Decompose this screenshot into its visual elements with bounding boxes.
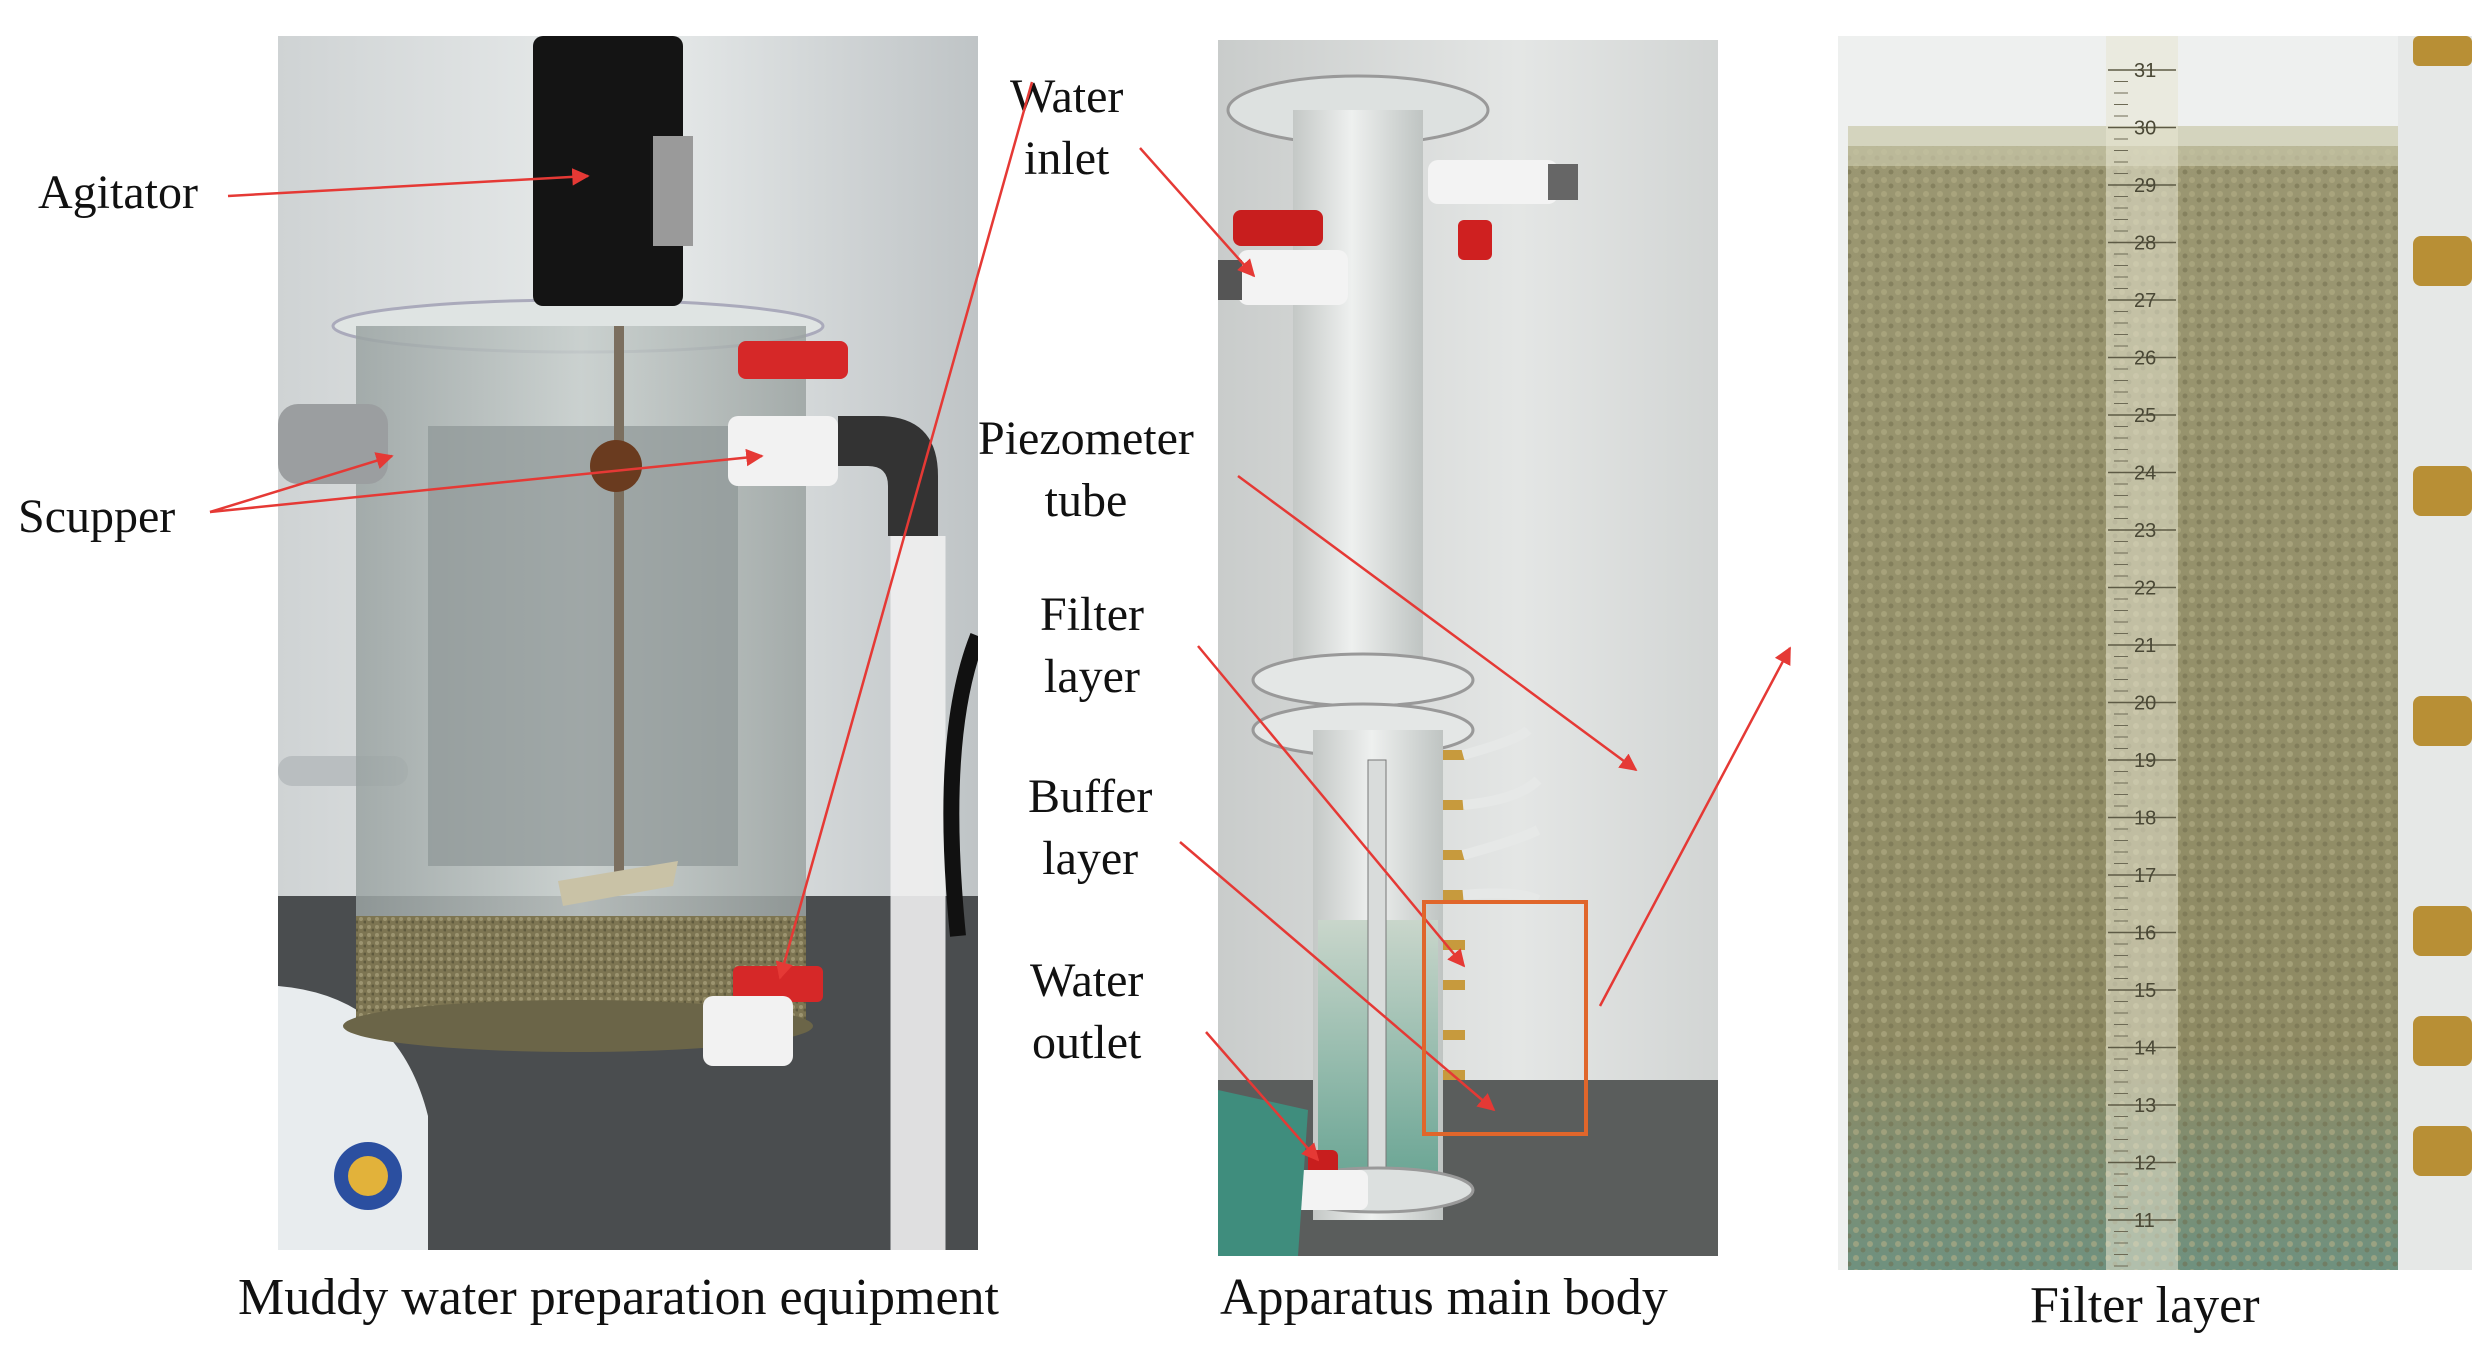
scale-tick-label: 31	[2134, 60, 2156, 82]
scale-tick-label: 21	[2134, 635, 2156, 657]
scale-tick-label: 22	[2134, 578, 2156, 600]
scale-tick-label: 26	[2134, 348, 2156, 370]
scale-tick-label: 29	[2134, 175, 2156, 197]
label-buffer-layer: Buffer layer	[1028, 766, 1152, 890]
label-water-outlet-line2: outlet	[1032, 1016, 1142, 1069]
apparatus-main-body-photo	[1218, 40, 1718, 1256]
label-water-outlet-line1: Water	[1030, 954, 1144, 1007]
caption-apparatus-main-body: Apparatus main body	[1220, 1269, 1668, 1326]
label-filter-layer: Filter layer	[1040, 584, 1144, 708]
scale-tick-label: 15	[2134, 980, 2156, 1002]
label-filter-layer-line2: layer	[1044, 650, 1140, 703]
scale-tick-label: 10	[2134, 1268, 2156, 1271]
label-piezometer-tube: Piezometer tube	[978, 408, 1194, 532]
scale-tick-label: 25	[2134, 405, 2156, 427]
scale-tick-label: 24	[2134, 463, 2156, 485]
label-piezometer-tube-line2: tube	[1044, 474, 1128, 527]
scale-tick-label: 27	[2134, 290, 2156, 312]
label-filter-layer-line1: Filter	[1040, 588, 1144, 641]
measuring-scale: 31 30 29 28 27 26 25 24 23 22 21 20 19 18 17 16 15 14 13 12…	[2108, 60, 2176, 1270]
scale-tick-label: 13	[2134, 1095, 2156, 1117]
label-water-outlet: Water outlet	[1030, 950, 1143, 1074]
caption-filter-layer: Filter layer	[2030, 1277, 2260, 1334]
scale-tick-label: 14	[2134, 1038, 2156, 1060]
filter-layer-photo: 31 30 29 28 27 26 25 24 23 22 21 20 19 18 17 16 15 14 13 12…	[1838, 36, 2472, 1270]
label-water-inlet-line2: inlet	[1024, 132, 1110, 185]
scale-tick-label: 11	[2134, 1210, 2155, 1232]
label-buffer-layer-line1: Buffer	[1028, 770, 1153, 823]
label-scupper: Scupper	[18, 490, 176, 543]
scale-tick-label: 20	[2134, 693, 2156, 715]
label-agitator: Agitator	[38, 166, 198, 219]
scale-tick-label: 30	[2134, 118, 2156, 140]
scale-tick-label: 18	[2134, 808, 2156, 830]
label-water-inlet: Water inlet	[1010, 66, 1123, 190]
scale-tick-label: 23	[2134, 520, 2156, 542]
scale-tick-label: 16	[2134, 923, 2156, 945]
label-piezometer-tube-line1: Piezometer	[978, 412, 1194, 465]
scale-tick-label: 19	[2134, 750, 2156, 772]
scale-tick-label: 17	[2134, 865, 2156, 887]
muddy-water-equipment-photo	[278, 36, 978, 1250]
scale-tick-label: 28	[2134, 233, 2156, 255]
caption-muddy-water-equipment: Muddy water preparation equipment	[238, 1269, 999, 1326]
scale-tick-label: 12	[2134, 1153, 2156, 1175]
label-water-inlet-line1: Water	[1010, 70, 1124, 123]
label-buffer-layer-line2: layer	[1042, 832, 1139, 885]
